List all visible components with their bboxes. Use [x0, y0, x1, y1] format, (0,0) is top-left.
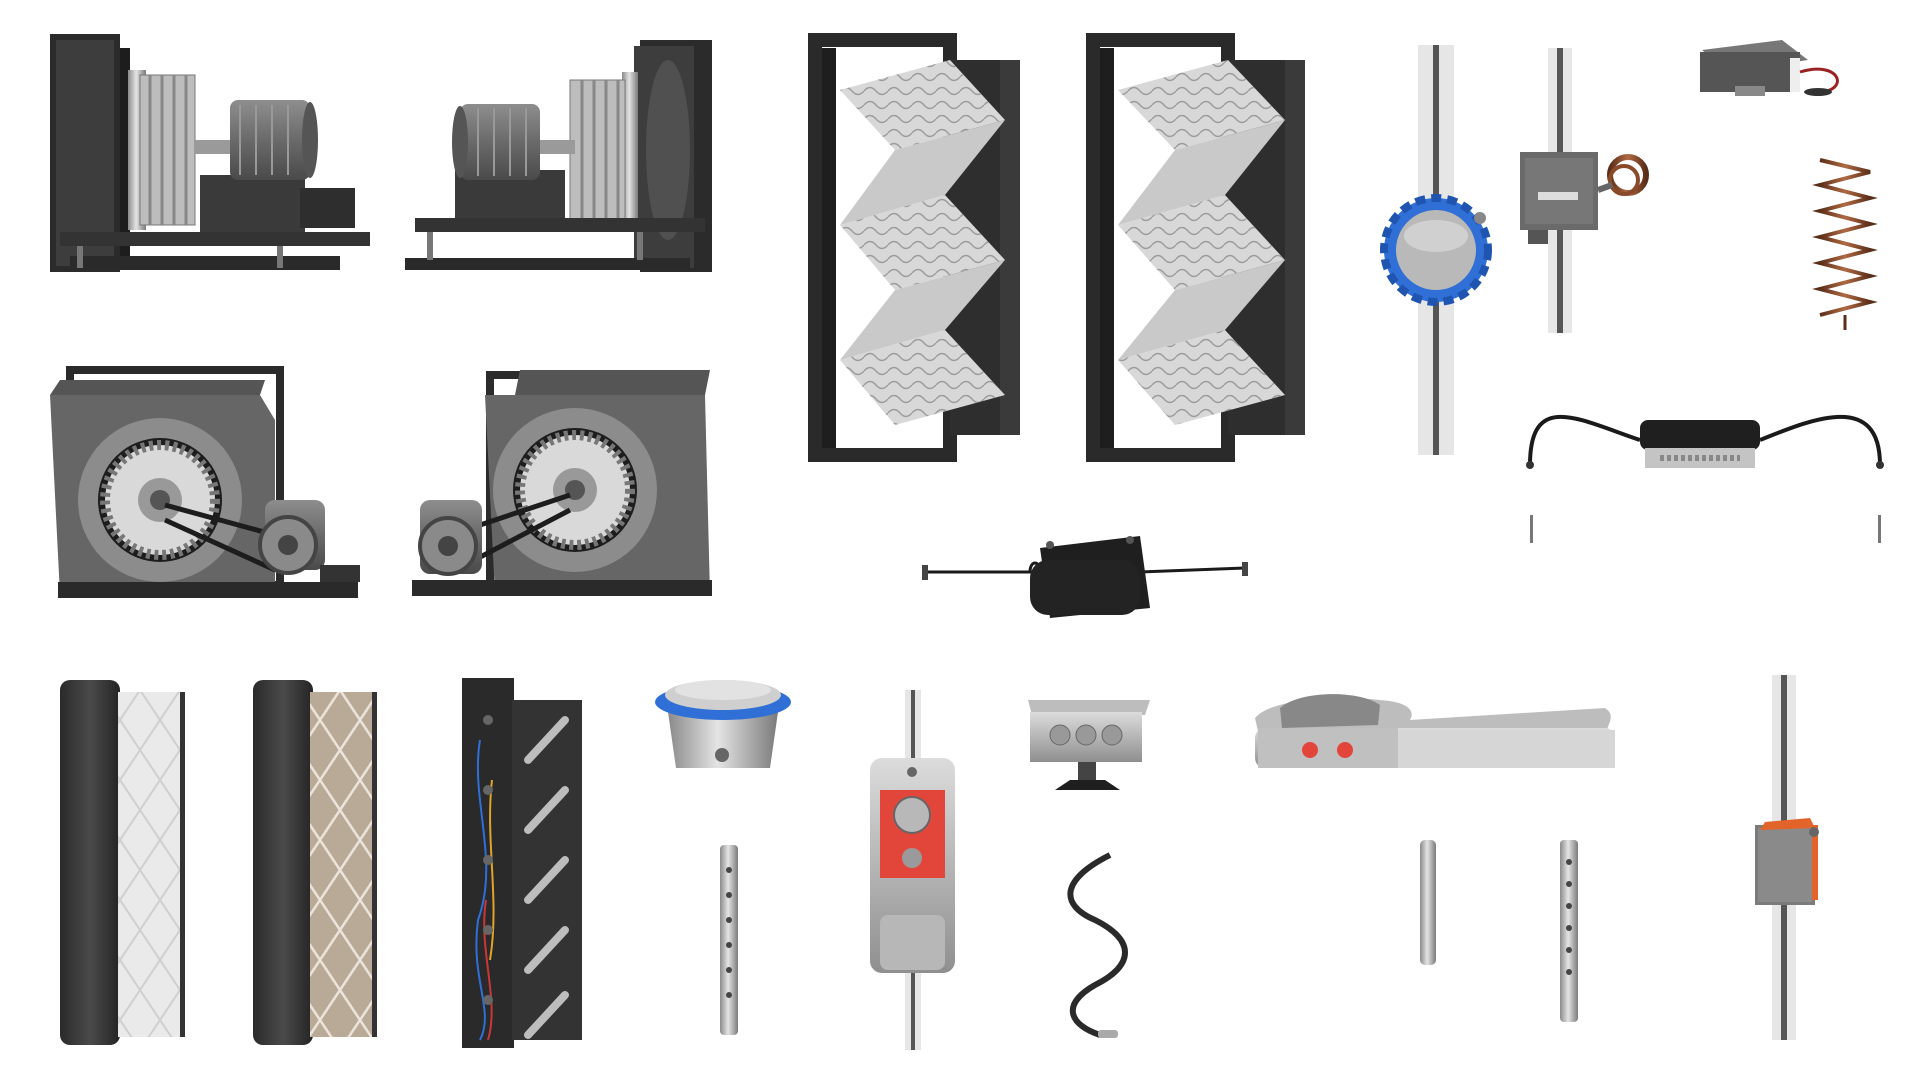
pleated-media-icon	[1118, 60, 1285, 425]
perforated-tube-right[interactable]	[1560, 840, 1578, 1022]
plenum-fan-right[interactable]	[405, 40, 712, 272]
uv-lamp-rack[interactable]	[462, 678, 582, 1048]
spiral-probe-icon	[1067, 852, 1128, 1038]
uv-lamp-icon	[524, 716, 569, 1039]
plenum-fan-left[interactable]	[50, 34, 370, 272]
black-spiral-sensor[interactable]	[1067, 852, 1128, 1038]
hub-icon	[1640, 420, 1760, 468]
inline-meter-blue[interactable]	[1380, 45, 1492, 455]
flow-meter-icon	[1380, 194, 1492, 306]
coil-icon	[1596, 154, 1649, 196]
centrifugal-blower-right[interactable]	[412, 370, 712, 596]
spring-icon	[1812, 158, 1878, 317]
blower-wheel-icon	[78, 418, 242, 582]
control-box-cable[interactable]	[1700, 40, 1839, 96]
box-icon	[1030, 536, 1150, 618]
v-bank-filter-a[interactable]	[808, 33, 1020, 462]
blower-wheel-icon	[493, 408, 657, 572]
copper-spring[interactable]	[1812, 158, 1878, 330]
motor-icon	[418, 500, 482, 576]
panel-filter-white[interactable]	[60, 680, 185, 1045]
probe-pin-right[interactable]	[1878, 515, 1881, 543]
cable-hub-sensor[interactable]	[1526, 414, 1884, 469]
junction-box-black[interactable]	[922, 536, 1248, 618]
v-bank-filter-b[interactable]	[1086, 33, 1305, 462]
blue-cap-canister[interactable]	[655, 680, 791, 768]
perforated-tube-left[interactable]	[720, 845, 738, 1035]
centrifugal-blower-left[interactable]	[50, 366, 360, 598]
inline-sensor-coil[interactable]	[1520, 48, 1649, 333]
orange-actuator[interactable]	[1755, 675, 1819, 1040]
fan-impeller-icon	[139, 74, 196, 226]
terminal-box-mount[interactable]	[1028, 700, 1150, 790]
probe-pin-left[interactable]	[1530, 515, 1533, 543]
motor-icon	[258, 500, 325, 575]
motor-icon	[230, 100, 318, 180]
inline-valve-red[interactable]	[870, 690, 955, 1050]
panel-filter-tan[interactable]	[253, 680, 377, 1045]
drain-pan-tray[interactable]	[1255, 694, 1615, 768]
fan-impeller-icon	[569, 79, 626, 226]
solid-rod[interactable]	[1420, 840, 1436, 965]
motor-icon	[452, 104, 540, 180]
pleated-media-icon	[840, 60, 1005, 425]
actuator-icon	[1755, 818, 1819, 905]
